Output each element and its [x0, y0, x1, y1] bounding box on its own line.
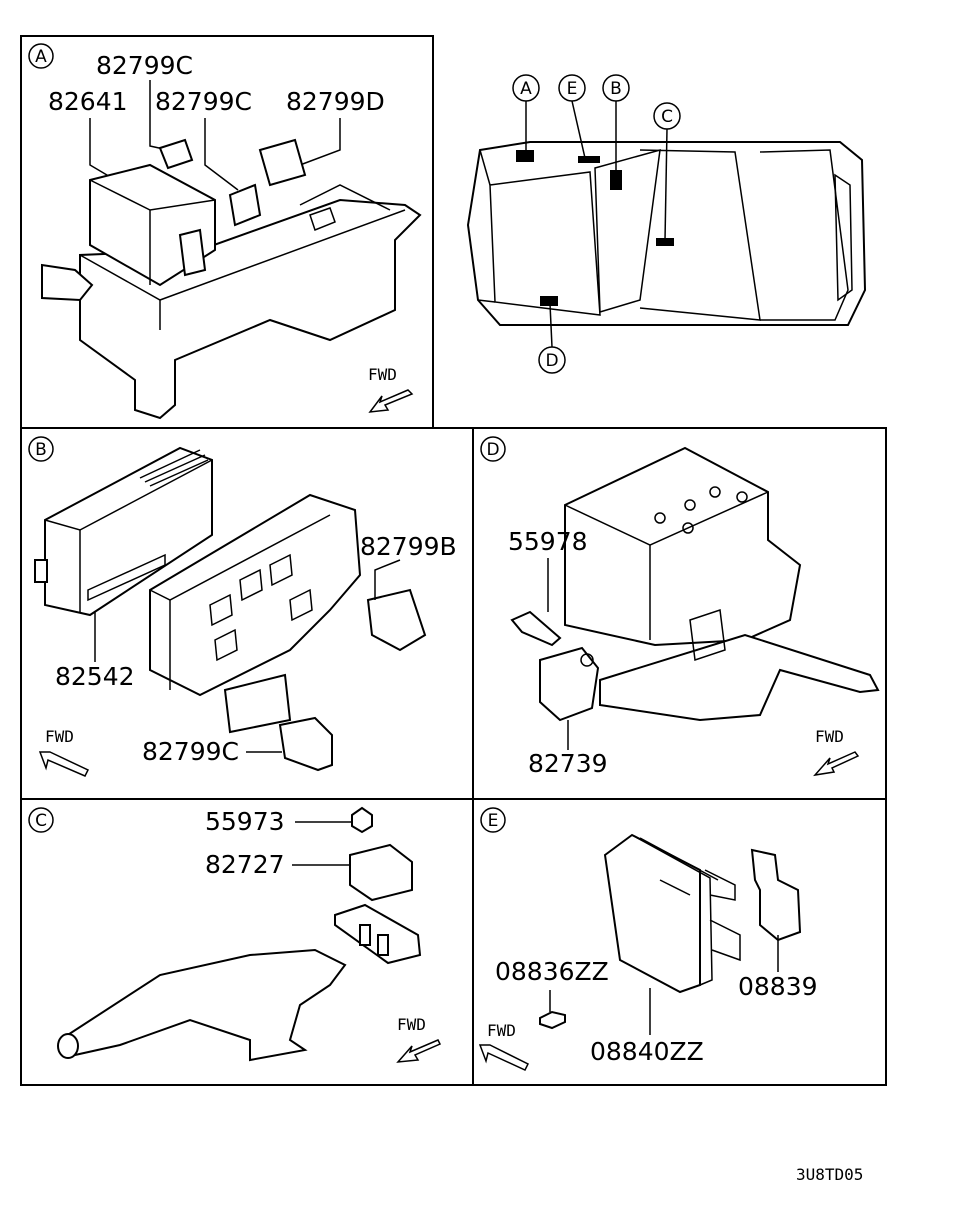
part-82799c-b-illustration — [278, 716, 333, 772]
location-d-marker — [540, 296, 558, 306]
part-82799c-top-illustration — [158, 138, 194, 170]
part-label-55973[interactable]: 55973 — [205, 807, 285, 836]
panel-d-fwd-label: FWD — [815, 727, 844, 746]
panel-d-letter: D — [486, 440, 499, 460]
panel-frames — [20, 35, 887, 1086]
leader-82799d — [299, 118, 341, 166]
car-body-outline — [466, 141, 867, 326]
panel-a-fwd-label: FWD — [368, 365, 397, 384]
locator-c-label: C — [661, 107, 673, 127]
part-08836zz-illustration — [539, 1010, 566, 1030]
part-label-82641[interactable]: 82641 — [48, 87, 128, 116]
part-label-82542[interactable]: 82542 — [55, 662, 135, 691]
part-label-82727[interactable]: 82727 — [205, 850, 285, 879]
locator-a-label: A — [520, 79, 532, 99]
part-label-82799c-mid[interactable]: 82799C — [155, 87, 252, 116]
panel-d: D 55978 82739 FWD — [480, 436, 880, 778]
part-82542-illustration — [34, 446, 213, 617]
diagram-code: 3U8TD05 — [796, 1165, 863, 1184]
part-55973-nut-illustration — [351, 806, 373, 834]
locator-e-label: E — [567, 79, 578, 99]
panel-b-fwd-label: FWD — [45, 727, 74, 746]
panel-e-fwd-arrow-icon — [478, 1044, 530, 1071]
part-label-82799b[interactable]: 82799B — [360, 532, 457, 561]
panel-a: A 82799C 82641 82799C 82799D FWD — [28, 43, 422, 420]
car-windshield — [594, 148, 661, 313]
part-82799d-illustration — [258, 138, 307, 187]
panel-e: E 08836ZZ 08839 08840ZZ FWD — [478, 807, 818, 1071]
junction-block-illustration — [149, 493, 362, 734]
panel-c-letter: C — [35, 811, 47, 831]
locator-b-label: B — [610, 79, 622, 99]
leader-82799c-mid — [204, 118, 239, 191]
panel-b-fwd-arrow-icon — [38, 751, 90, 777]
panel-e-fwd-label: FWD — [487, 1021, 516, 1040]
location-b-marker — [610, 170, 622, 190]
panel-a-fwd-arrow-icon — [368, 389, 414, 413]
location-a-marker — [516, 150, 534, 162]
panel-e-letter: E — [488, 811, 499, 831]
part-82727-illustration — [349, 843, 413, 902]
part-82799b-illustration — [366, 588, 427, 652]
part-55978-illustration — [510, 610, 562, 647]
part-label-55978[interactable]: 55978 — [508, 527, 588, 556]
part-label-82739[interactable]: 82739 — [528, 749, 608, 778]
part-08839-illustration — [750, 848, 802, 942]
panel-c: C 55973 82727 FWD — [28, 806, 442, 1063]
car-locator: A E B C D — [466, 74, 867, 374]
panel-d-fwd-arrow-icon — [813, 751, 860, 777]
part-82739-illustration — [539, 646, 600, 722]
locator-d-label: D — [545, 351, 558, 371]
panel-e-frame — [472, 798, 887, 1086]
location-c-marker — [656, 238, 674, 246]
panel-b: B 82799B 82542 — [28, 436, 457, 777]
part-label-08836zz[interactable]: 08836ZZ — [495, 957, 609, 986]
part-label-82799c-b[interactable]: 82799C — [142, 737, 239, 766]
part-08840zz-illustration — [603, 833, 741, 994]
leader-82641 — [89, 118, 113, 179]
panel-a-marker — [28, 43, 54, 69]
panel-b-letter: B — [35, 440, 47, 460]
location-e-marker — [578, 156, 600, 163]
panel-c-fwd-label: FWD — [397, 1015, 426, 1034]
part-label-08839[interactable]: 08839 — [738, 972, 818, 1001]
relay-box-illustration — [41, 138, 422, 420]
car-hood — [489, 171, 601, 316]
parking-brake-lever-illustration — [58, 948, 347, 1062]
abs-unit-illustration — [564, 446, 880, 722]
panel-c-fwd-arrow-icon — [396, 1039, 442, 1063]
part-label-82799d[interactable]: 82799D — [286, 87, 385, 116]
panel-a-letter: A — [35, 47, 47, 67]
part-label-82799c-top[interactable]: 82799C — [96, 51, 193, 80]
part-label-08840zz[interactable]: 08840ZZ — [590, 1037, 704, 1066]
part-82799c-mid-illustration — [228, 183, 262, 227]
